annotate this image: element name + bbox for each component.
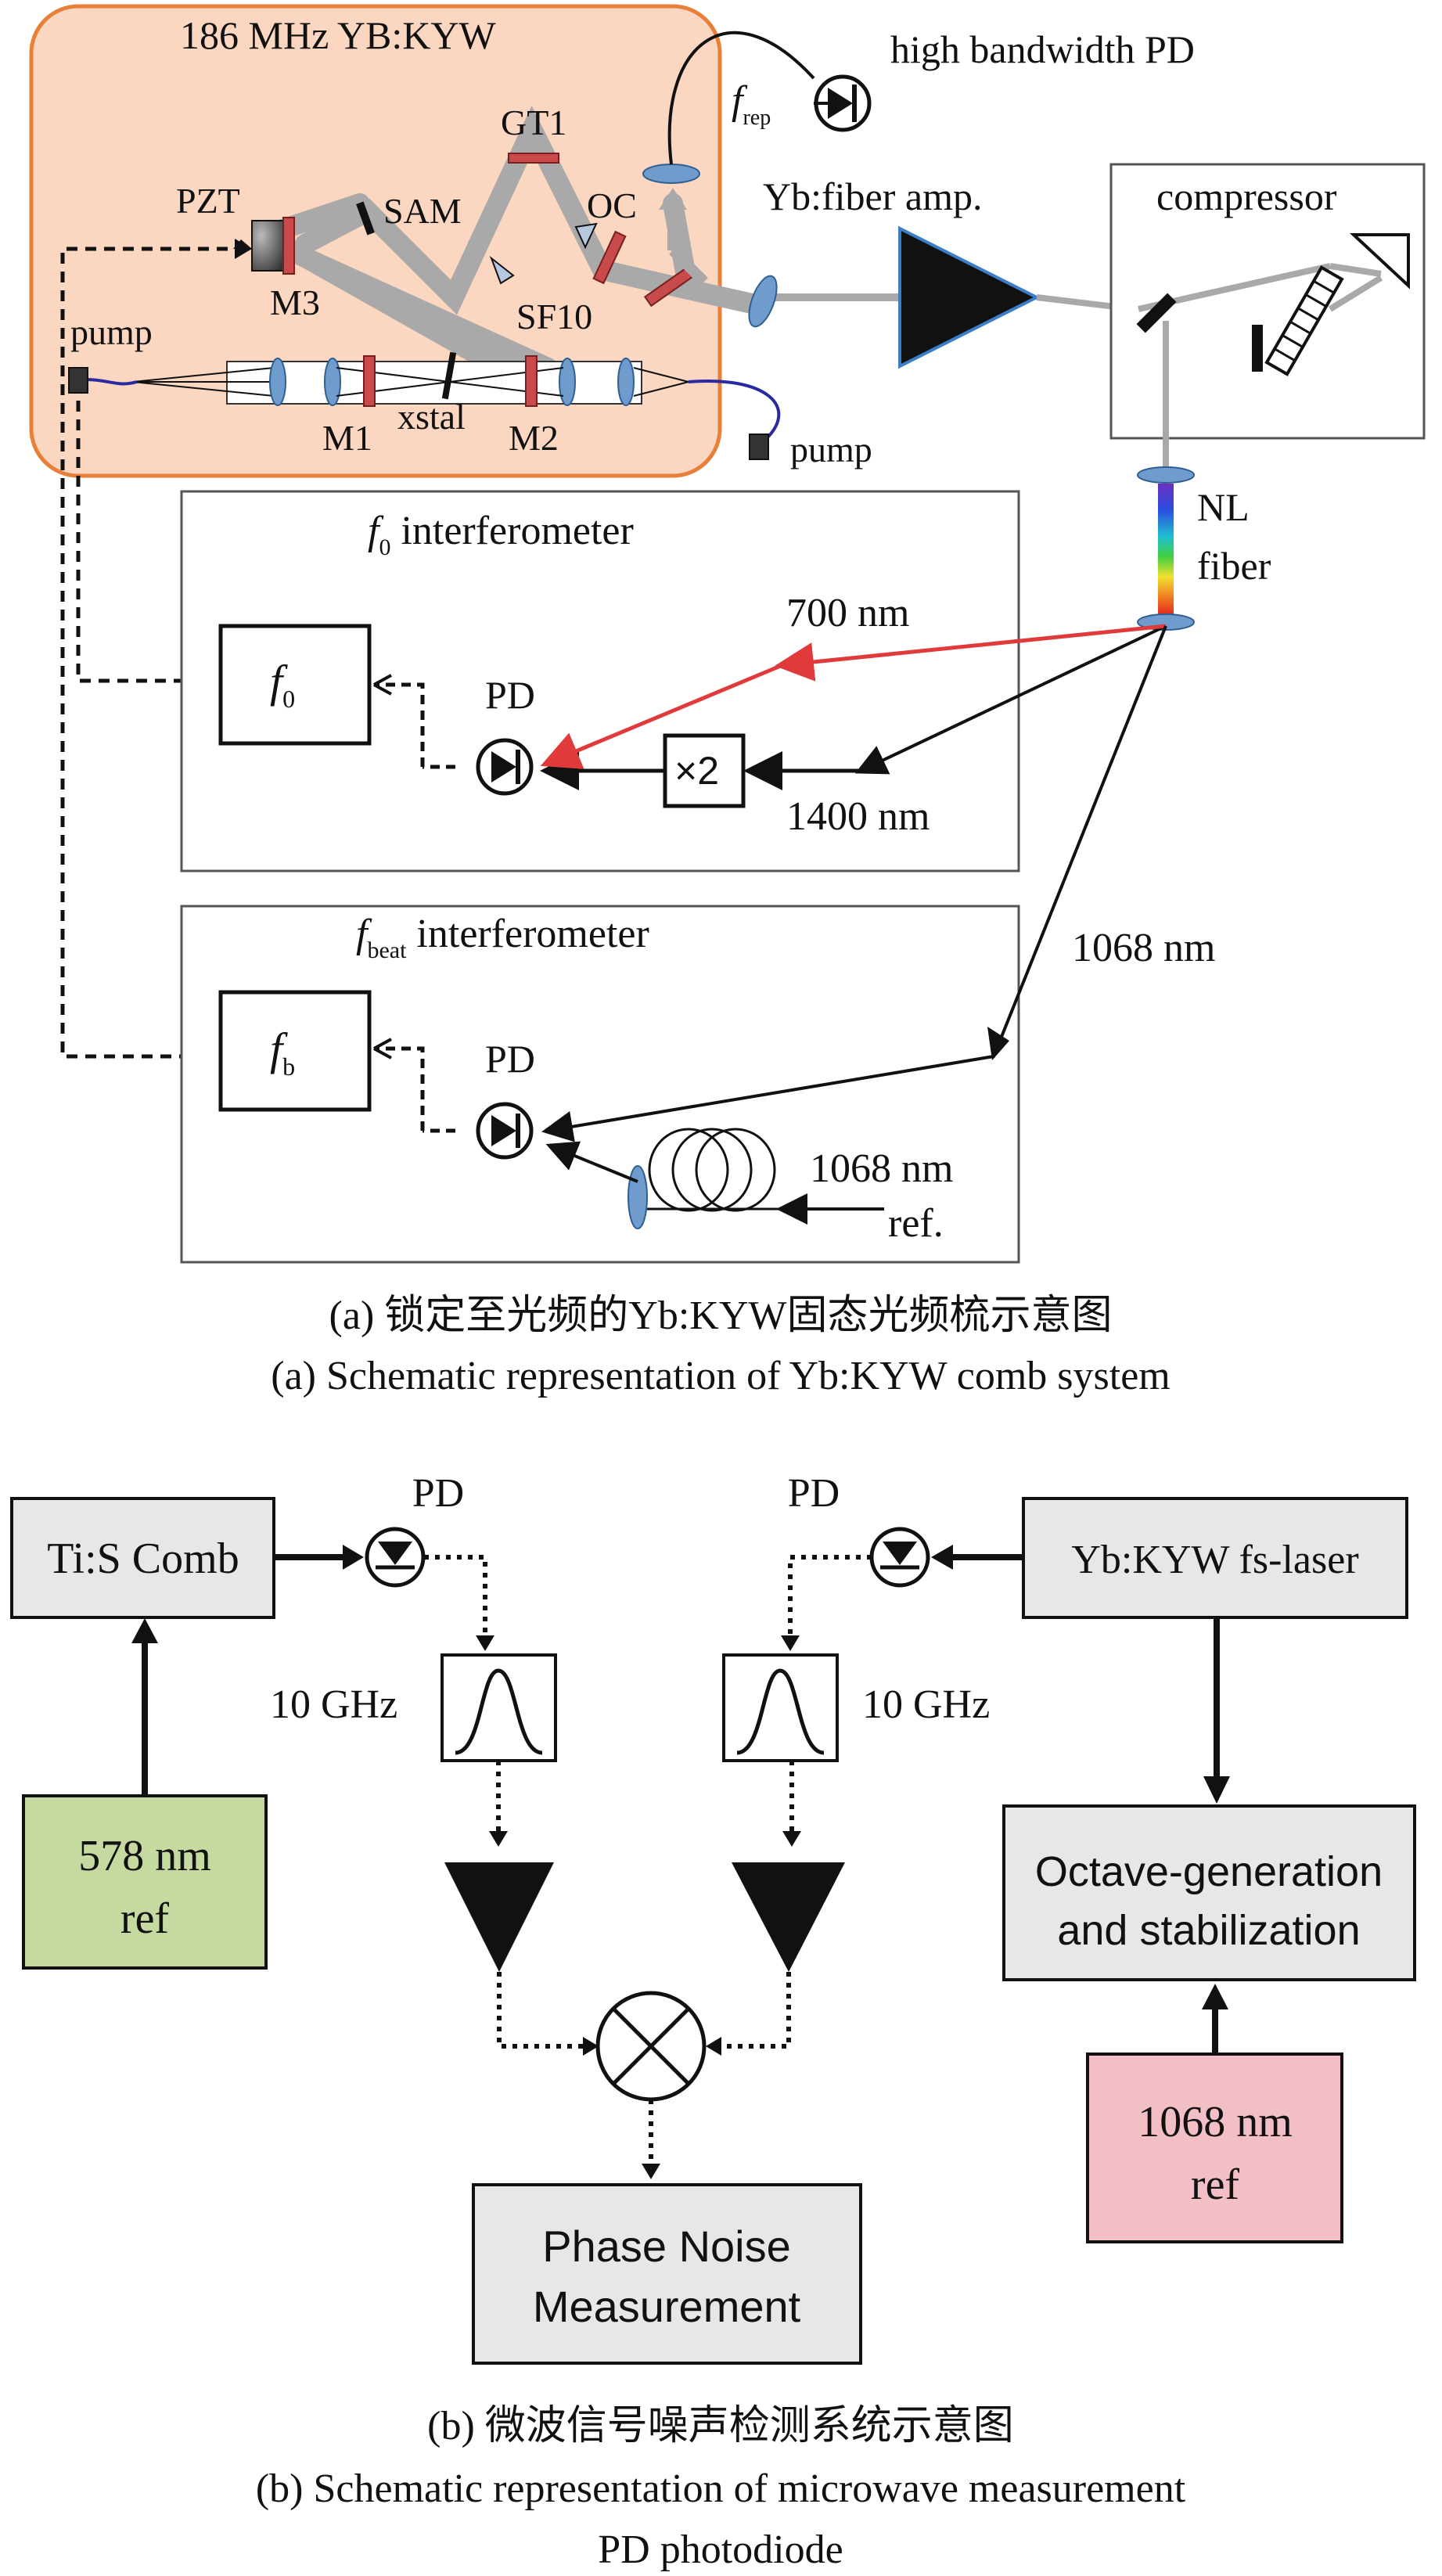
ref-1068-line1: 1068 nm xyxy=(1138,2098,1293,2146)
ref-578-line1: 578 nm xyxy=(78,1832,211,1880)
ref-1068-box xyxy=(1086,2053,1343,2243)
filter-right-curve xyxy=(736,1668,825,1755)
tis-comb-label: Ti:S Comb xyxy=(47,1534,239,1583)
mirror-m2 xyxy=(525,355,538,407)
f0-interferometer-title: f0 interferometer xyxy=(368,509,634,560)
compressor-internals xyxy=(1136,233,1410,477)
frep-pd-diode xyxy=(828,88,853,119)
pd-left-icon xyxy=(365,1527,426,1588)
prism-sf10-a xyxy=(489,256,515,285)
ref-578-line2: ref xyxy=(120,1894,170,1943)
crystal-xstal xyxy=(441,351,457,400)
octave-line2: and stabilization xyxy=(1057,1907,1360,1954)
mirror-oc xyxy=(592,230,627,285)
caption-b-en: (b) Schematic representation of microwav… xyxy=(256,2466,1186,2511)
phase-noise-line2: Measurement xyxy=(533,2282,801,2331)
label-pump-left: pump xyxy=(70,312,153,352)
pump-optics xyxy=(132,351,689,407)
caption-a-cn: (a) 锁定至光频的Yb:KYW固态光频梳示意图 xyxy=(329,1293,1113,1338)
caption-b-note: PD photodiode xyxy=(598,2527,843,2572)
label-m1: M1 xyxy=(322,418,372,458)
pd-left-label: PD xyxy=(412,1471,464,1516)
f0-pd-icon xyxy=(476,738,534,796)
label-nl-line2: fiber xyxy=(1197,544,1271,588)
pump-fiber-left xyxy=(85,378,138,386)
filter-right-label: 10 GHz xyxy=(862,1682,990,1727)
label-xstal: xstal xyxy=(397,397,466,437)
ref-578-box xyxy=(22,1794,268,1970)
label-m3: M3 xyxy=(270,282,320,322)
pump-fiber-right xyxy=(688,380,781,440)
tis-comb-box xyxy=(10,1497,275,1619)
filter-left-label: 10 GHz xyxy=(270,1682,397,1727)
doubler-label: ×2 xyxy=(674,749,719,793)
output-lens xyxy=(748,275,778,328)
prism-sf10-b xyxy=(574,222,598,250)
yb-laser-label: Yb:KYW fs-laser xyxy=(1071,1538,1358,1582)
caption-b-cn: (b) 微波信号噪声检测系统示意图 xyxy=(427,2404,1014,2448)
nl-fiber-input-lens xyxy=(1137,466,1195,484)
label-frep: frep xyxy=(732,78,771,130)
label-m2: M2 xyxy=(509,418,559,458)
sam-mirror xyxy=(356,201,375,236)
filter-left-curve xyxy=(455,1668,543,1755)
filter-right-box xyxy=(722,1653,839,1762)
label-fiber-amp: Yb:fiber amp. xyxy=(763,174,982,218)
cavity-beams xyxy=(256,106,769,378)
panel-a: 186 MHz YB:KYW PZT M3 SAM GT1 SF10 OC xyxy=(29,4,1426,1398)
nl-fiber-spectrum xyxy=(1158,484,1174,617)
feedback-lines xyxy=(60,246,246,1059)
label-1400nm: 1400 nm xyxy=(786,794,930,839)
fbeat-pd-label: PD xyxy=(485,1037,535,1081)
label-1068nm-ref-line2: ref. xyxy=(888,1201,944,1246)
mirror-gt1 xyxy=(508,153,559,164)
label-pump-right: pump xyxy=(790,430,872,470)
phase-noise-line1: Phase Noise xyxy=(542,2222,791,2271)
label-sam: SAM xyxy=(383,191,462,231)
label-pzt: PZT xyxy=(176,181,240,221)
frep-up-arrowhead xyxy=(659,188,687,210)
fiber-amplifier-icon xyxy=(898,225,1041,369)
phase-noise-box xyxy=(472,2183,862,2365)
pump-left-icon xyxy=(68,367,88,394)
caption-a-en: (a) Schematic representation of Yb:KYW c… xyxy=(271,1354,1170,1398)
label-pd-high-bandwidth: high bandwidth PD xyxy=(890,27,1195,71)
laser-title: 186 MHz YB:KYW xyxy=(180,13,496,57)
label-oc: OC xyxy=(587,185,637,225)
ref-1068-line2: ref xyxy=(1191,2160,1240,2209)
f0-box xyxy=(218,624,372,746)
label-sf10: SF10 xyxy=(516,297,592,336)
amp-right-icon xyxy=(732,1862,845,1972)
mixer-icon xyxy=(595,1991,707,2102)
fbeat-pd-icon xyxy=(476,1102,534,1160)
octave-line1: Octave-generation xyxy=(1035,1848,1383,1895)
pzt-actuator xyxy=(251,220,284,272)
label-gt1: GT1 xyxy=(501,103,566,142)
label-1068nm-out: 1068 nm xyxy=(1072,926,1215,970)
pump-right-icon xyxy=(749,434,769,460)
ref-coupler-lens xyxy=(628,1165,648,1229)
fb-box xyxy=(218,990,372,1112)
octave-box xyxy=(1002,1804,1416,1981)
yb-laser-box xyxy=(1022,1497,1408,1619)
mirror-m3 xyxy=(282,217,295,275)
mirror-m1 xyxy=(363,355,376,407)
f0-pd-label: PD xyxy=(485,673,535,717)
frep-lens xyxy=(642,164,700,184)
amp-left-icon xyxy=(444,1862,554,1972)
panel-b: Ti:S Comb 578 nm ref PD 10 GHz xyxy=(10,1471,1416,2572)
pd-right-icon xyxy=(869,1527,930,1588)
label-compressor: compressor xyxy=(1156,174,1337,218)
ref-fiber-coil xyxy=(642,1128,782,1212)
frep-pickoff-arrows xyxy=(667,207,708,286)
label-700nm: 700 nm xyxy=(786,591,909,635)
label-1068nm-ref-line1: 1068 nm xyxy=(810,1146,953,1191)
pd-right-label: PD xyxy=(788,1471,840,1516)
label-nl-line1: NL xyxy=(1197,485,1250,529)
frep-cable xyxy=(667,31,815,165)
